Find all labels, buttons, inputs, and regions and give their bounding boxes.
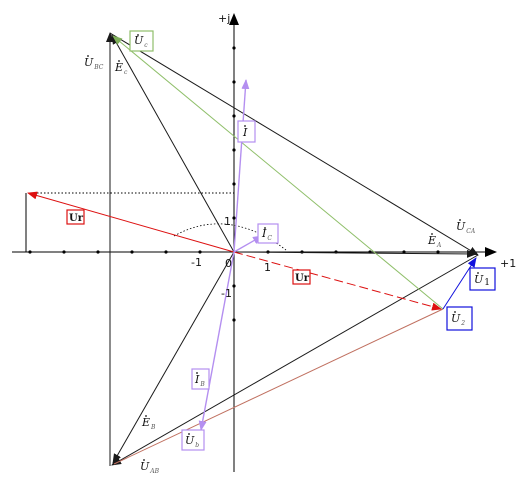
svg-text:IC: IC — [261, 227, 272, 242]
svg-text:Ur: Ur — [295, 273, 310, 284]
label-e-c: Ec — [114, 61, 128, 76]
vector-e-a — [233, 249, 477, 258]
svg-text:UBC: UBC — [84, 56, 104, 71]
svg-text:Ec: Ec — [114, 61, 128, 76]
imag-axis-label: +j — [218, 12, 230, 25]
label-e-a: EA — [427, 234, 442, 249]
vector-i-b — [198, 251, 235, 431]
tick-label-x-pos: 1 — [264, 261, 271, 274]
vector-ur-left — [27, 191, 235, 253]
vector-i — [233, 79, 250, 253]
svg-text:U2: U2 — [451, 312, 465, 327]
svg-text:UAB: UAB — [140, 460, 160, 475]
label-i-box: I — [237, 120, 256, 143]
axis-ticks — [28, 46, 474, 322]
tick-label-x-neg: -1 — [191, 256, 202, 269]
svg-text:UCA: UCA — [456, 220, 476, 235]
svg-text:U1: U1 — [474, 273, 490, 288]
svg-text:EA: EA — [427, 234, 442, 249]
label-u-bc: UBC — [84, 56, 104, 71]
label-u-b-box: Ub — [181, 429, 205, 451]
vector-u-b-line — [113, 308, 444, 465]
label-u-ca: UCA — [456, 220, 476, 235]
angle-arc — [173, 223, 287, 251]
label-i-b-box: IB — [191, 368, 210, 390]
tick-label-y-pos: 1 — [224, 215, 231, 228]
label-u-ab: UAB — [140, 460, 160, 475]
phasor-dots — [87, 34, 479, 461]
svg-text:Uc: Uc — [134, 34, 148, 49]
label-u-1-box: U1 — [469, 267, 496, 291]
real-axis-label: +1 — [500, 257, 516, 270]
label-u-2-box: U2 — [446, 306, 473, 331]
svg-text:Ur: Ur — [69, 213, 84, 224]
vector-u-c-line — [112, 35, 444, 310]
svg-text:EB: EB — [141, 416, 156, 431]
origin-label: 0 — [225, 257, 232, 270]
svg-text:IB: IB — [194, 373, 205, 388]
label-u-c-box: Uc — [129, 30, 154, 52]
vector-ur-right — [233, 251, 442, 311]
label-ur-right: Ur — [292, 269, 311, 285]
vector-u-1 — [442, 257, 477, 310]
vector-e-b — [112, 251, 235, 464]
vector-i-c — [233, 235, 263, 253]
svg-text:I: I — [242, 126, 248, 139]
tick-label-y-neg: -1 — [221, 287, 232, 300]
vector-u-ab — [111, 254, 479, 466]
label-e-b: EB — [141, 416, 156, 431]
vector-u-ca — [109, 32, 479, 256]
vector-e-c — [111, 34, 235, 253]
label-i-c-box: IC — [257, 223, 279, 244]
label-ur-left: Ur — [66, 209, 85, 225]
svg-text:Ub: Ub — [185, 434, 199, 449]
